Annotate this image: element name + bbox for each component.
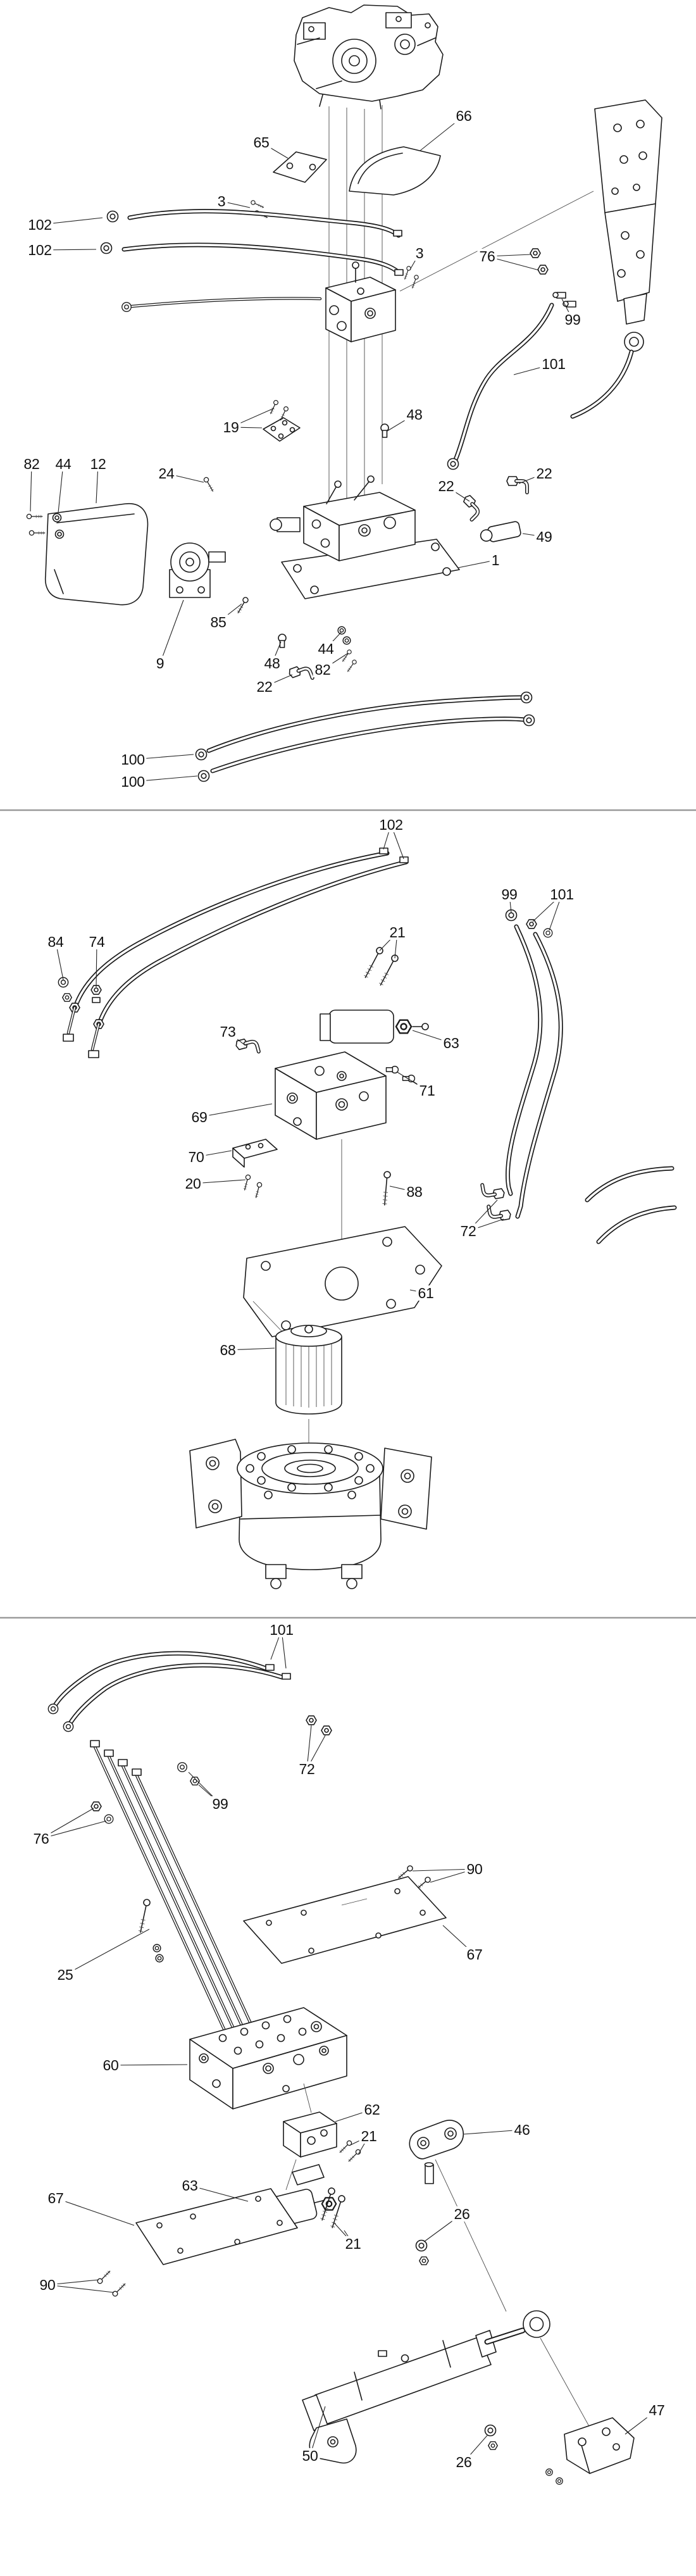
plate-19-illustration [263, 399, 301, 442]
bracket-47 [545, 2417, 635, 2485]
inlet-manifold-illustration [325, 261, 419, 342]
leader-line [40, 1820, 107, 1839]
fittings-99 [552, 292, 576, 308]
engine-illustration [294, 4, 444, 109]
hoses-102-sec2 [63, 847, 409, 1058]
section-3-illustration [47, 1653, 635, 2485]
bracket-65-illustration [273, 151, 327, 183]
valve-block-69 [275, 1051, 387, 1260]
leader-line [159, 599, 184, 664]
leader-line [412, 1868, 475, 1872]
fittings-84-74 [58, 977, 102, 1003]
leader-line [55, 2198, 135, 2226]
plate-70 [232, 1139, 278, 1168]
section-2-illustration [58, 847, 674, 1589]
manifold-62 [283, 2111, 337, 2191]
leader-line [463, 2129, 523, 2135]
mount-bracket-illustration [594, 99, 662, 352]
cover-67-right [243, 1876, 447, 1964]
leader-line [30, 463, 32, 512]
cylinder-50 [302, 2310, 594, 2464]
main-valve-assembly-illustration [270, 475, 460, 599]
hoses-101-sec3 [47, 1653, 291, 1732]
solenoid-63-sec2 [320, 1010, 429, 1044]
pump-9-illustration [169, 542, 226, 598]
cover-66-illustration [349, 146, 441, 196]
rotator-assembly [189, 1439, 432, 1589]
solenoid-49-illustration [480, 521, 521, 542]
section-1-illustration [26, 4, 662, 782]
filter-68 [275, 1325, 342, 1448]
cover-12-illustration [44, 503, 149, 606]
leader-line [65, 1929, 150, 1975]
link-46 [409, 2120, 507, 2312]
leader-line [58, 463, 64, 513]
cover-67-left [135, 2188, 298, 2265]
pipes-to-block [90, 1740, 263, 2049]
valve-block-60 [189, 2007, 347, 2113]
leader-line [47, 2284, 115, 2293]
leader-line [457, 560, 496, 568]
hoses-102-illustration [100, 211, 404, 312]
leader-line [309, 2406, 326, 2456]
bracket-61 [243, 1226, 442, 1337]
leader-line [199, 1103, 273, 1118]
